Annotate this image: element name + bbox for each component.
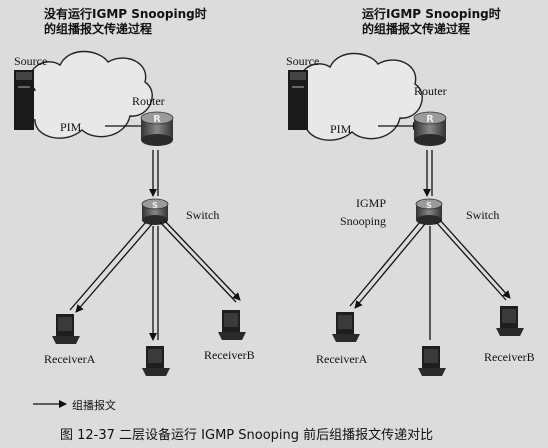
pc-icon-left-b [218, 310, 246, 340]
pc-icon-right-mid [418, 346, 446, 376]
receiver-b-label-right: ReceiverB [484, 350, 535, 364]
legend-label: 组播报文 [72, 399, 116, 412]
pim-label-right: PIM [330, 122, 352, 136]
receiver-a-label-right: ReceiverA [316, 352, 368, 366]
right-panel [288, 52, 524, 376]
switch-icon-left [141, 198, 169, 225]
link-line [159, 221, 237, 303]
router-letter-right: R [426, 114, 434, 125]
router-icon-right [413, 111, 447, 146]
source-server-right [288, 70, 308, 130]
switch-letter-right: S [426, 201, 432, 210]
flow-arrow [439, 219, 511, 299]
flow-arrow [75, 223, 153, 313]
flow-arrow [354, 223, 426, 309]
figure-caption: 图 12-37 二层设备运行 IGMP Snooping 前后组播报文传递对比 [60, 428, 434, 443]
flow-arrow [163, 219, 241, 301]
right-title-line-2: 的组播报文传递过程 [362, 22, 471, 36]
switch-label-left: Switch [186, 208, 220, 222]
pc-icon-right-b [496, 306, 524, 336]
router-label-right: Router [414, 84, 447, 98]
link-line [349, 221, 421, 307]
source-server-left [14, 70, 34, 130]
pc-icon-left-mid [142, 346, 170, 376]
pim-label-left: PIM [60, 120, 82, 134]
switch-letter-left: S [152, 201, 158, 210]
router-label-left: Router [132, 94, 165, 108]
pc-icon-left-a [52, 314, 80, 344]
left-panel [14, 50, 246, 376]
switch-icon-right [415, 198, 443, 225]
link-line [69, 221, 147, 311]
receiver-a-label-left: ReceiverA [44, 352, 96, 366]
source-label-right: Source [286, 54, 320, 68]
left-title-line-2: 的组播报文传递过程 [44, 22, 153, 36]
router-icon-left [140, 111, 174, 146]
left-title-line-1: 没有运行IGMP Snooping时 [44, 7, 207, 21]
source-label-left: Source [14, 54, 48, 68]
pim-cloud-right [289, 52, 423, 141]
pc-icon-right-a [332, 312, 360, 342]
pim-cloud-left [19, 50, 153, 139]
snooping-label: Snooping [340, 214, 387, 228]
link-line [435, 221, 507, 301]
receiver-b-label-left: ReceiverB [204, 348, 255, 362]
igmp-label: IGMP [356, 196, 387, 210]
switch-label-right: Switch [466, 208, 500, 222]
right-title-line-1: 运行IGMP Snooping时 [362, 7, 501, 21]
router-letter-left: R [153, 114, 161, 125]
